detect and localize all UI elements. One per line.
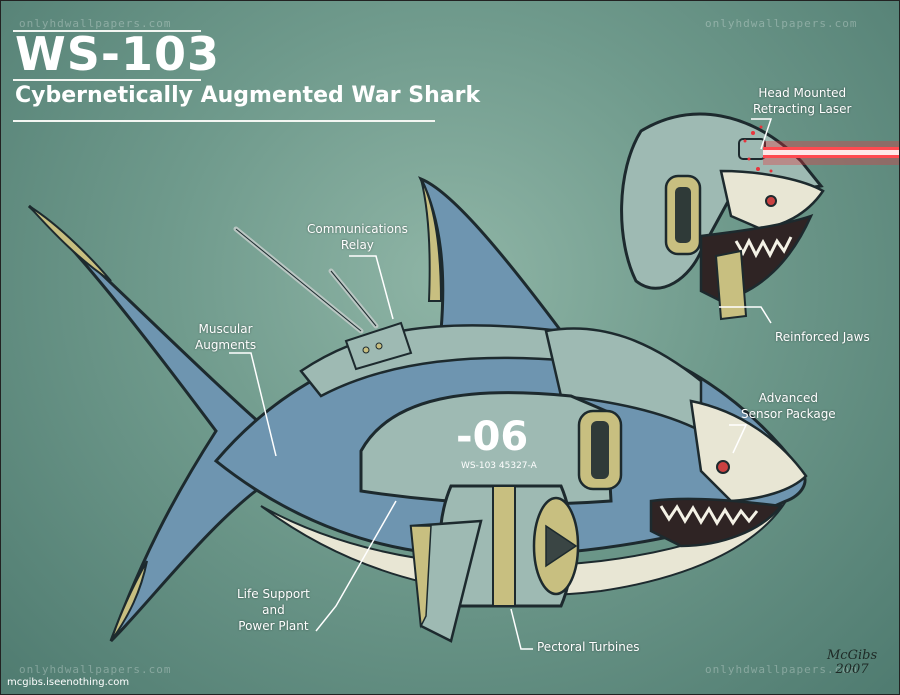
watermark-bottom-left: onlyhdwallpapers.com bbox=[19, 663, 172, 676]
callout-sensor: Advanced Sensor Package bbox=[741, 391, 836, 421]
shark-teeth bbox=[659, 504, 759, 526]
artist-signature: McGibs 2007 bbox=[827, 648, 878, 677]
title-rule-middle bbox=[13, 79, 201, 81]
detached-head-eye bbox=[765, 195, 777, 207]
callout-leaders bbox=[229, 118, 773, 650]
watermark-top-left: onlyhdwallpapers.com bbox=[19, 17, 172, 30]
callout-jaws: Reinforced Jaws bbox=[775, 330, 870, 344]
tail-fin-trim bbox=[28, 205, 148, 642]
callout-communications: Communications Relay bbox=[307, 222, 408, 252]
turbine-cone bbox=[545, 524, 578, 568]
site-credit: mcgibs.iseenothing.com bbox=[7, 677, 130, 688]
detached-head-teeth bbox=[734, 236, 793, 259]
turbine-band bbox=[492, 485, 516, 607]
hull-serial: WS-103 45327-A bbox=[461, 461, 537, 471]
callout-muscular: Muscular Augments bbox=[195, 322, 257, 352]
jaw-bracket bbox=[714, 249, 748, 321]
page-title: WS-103 bbox=[15, 27, 220, 81]
shark-snout bbox=[689, 399, 808, 503]
title-rule-top bbox=[13, 30, 201, 32]
laser-sparks bbox=[743, 125, 773, 173]
callout-life-support: Life Support and Power Plant bbox=[237, 587, 310, 633]
comm-relay-light bbox=[362, 346, 370, 354]
callout-turbines: Pectoral Turbines bbox=[537, 640, 640, 654]
hull-number: -06 bbox=[456, 414, 529, 460]
dorsal-fin-trim bbox=[420, 178, 443, 302]
tail-fin bbox=[27, 204, 271, 643]
shark-eye bbox=[716, 460, 730, 474]
dorsal-fin bbox=[417, 176, 565, 333]
subtitle-rule bbox=[13, 120, 435, 122]
watermark-bottom-right: onlyhdwallpapers.com bbox=[705, 663, 858, 676]
page-subtitle: Cybernetically Augmented War Shark bbox=[15, 83, 481, 108]
watermark-top-right: onlyhdwallpapers.com bbox=[705, 17, 858, 30]
callout-head-laser: Head Mounted Retracting Laser bbox=[753, 86, 852, 116]
